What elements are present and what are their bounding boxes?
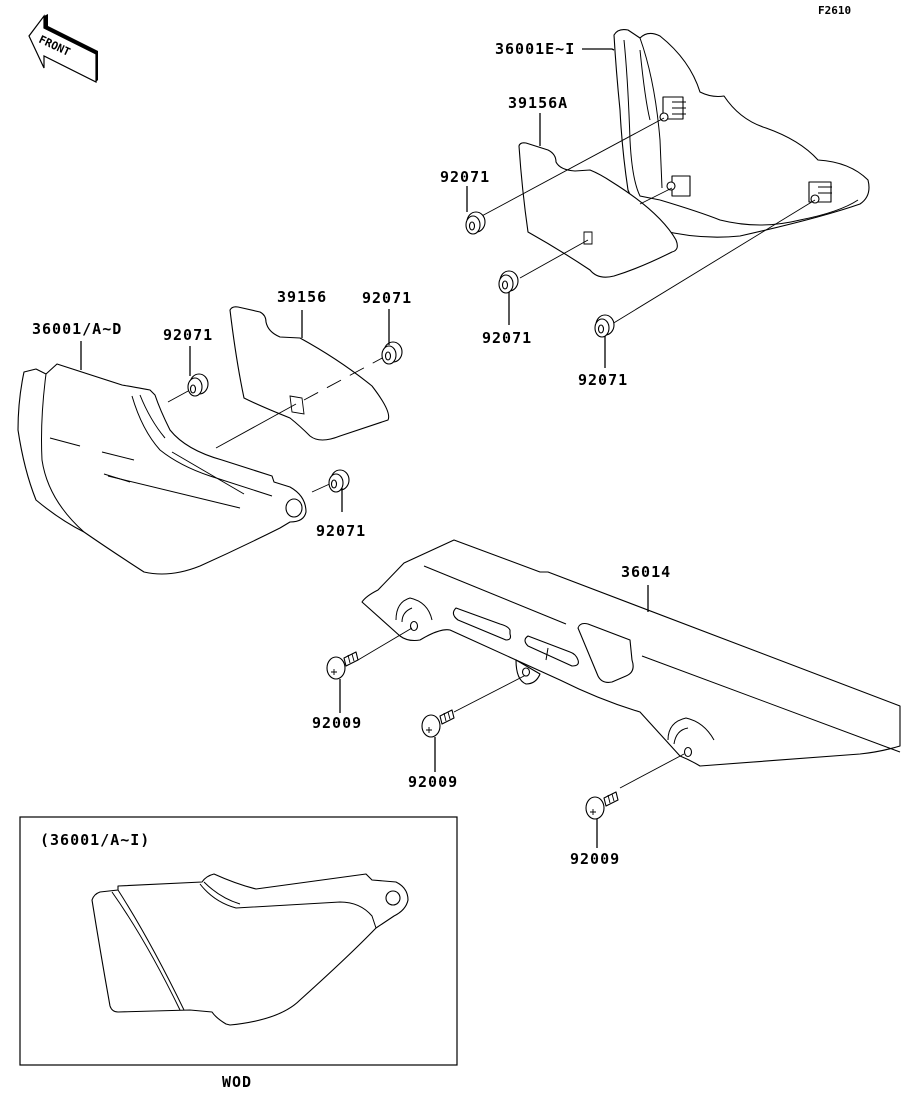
- callout-grommet-left-3[interactable]: 92071: [316, 522, 366, 540]
- front-arrow-icon: FRONT: [28, 14, 98, 83]
- side-cover-left[interactable]: [17, 363, 307, 575]
- callout-screw-1[interactable]: 92009: [312, 714, 362, 732]
- callout-side-cover-left[interactable]: 36001/A~D: [32, 320, 122, 338]
- callout-screw-3[interactable]: 92009: [570, 850, 620, 868]
- callout-grommet-ur-3[interactable]: 92071: [578, 371, 628, 389]
- grommet-ur-2[interactable]: [498, 270, 519, 294]
- inset-caption: WOD: [222, 1073, 252, 1091]
- callout-grommet-left-1[interactable]: 92071: [163, 326, 213, 344]
- grommet-left-2[interactable]: [381, 341, 403, 365]
- grommet-ur-3[interactable]: [594, 314, 615, 338]
- side-cover-right-inner-panel[interactable]: [518, 142, 678, 278]
- side-cover-right[interactable]: [613, 29, 870, 238]
- callout-screw-2[interactable]: 92009: [408, 773, 458, 791]
- callout-side-cover-right[interactable]: 36001E~I: [495, 40, 575, 58]
- inset-title: (36001/A~I): [40, 831, 150, 849]
- callout-grommet-ur-2[interactable]: 92071: [482, 329, 532, 347]
- screw-2[interactable]: [421, 709, 455, 738]
- callout-side-cover-left-inner[interactable]: 39156: [277, 288, 327, 306]
- callout-grommet-ur-1[interactable]: 92071: [440, 168, 490, 186]
- figure-id: F2610: [818, 4, 851, 17]
- callout-chain-cover[interactable]: 36014: [621, 563, 671, 581]
- screw-1[interactable]: [326, 651, 359, 680]
- screw-3[interactable]: [585, 791, 619, 820]
- inset-frame: [19, 816, 458, 1066]
- callout-grommet-left-2[interactable]: 92071: [362, 289, 412, 307]
- grommet-left-1[interactable]: [187, 373, 209, 397]
- chain-cover[interactable]: [361, 539, 901, 767]
- callout-side-cover-right-inner[interactable]: 39156A: [508, 94, 568, 112]
- side-cover-left-inner-panel[interactable]: [229, 306, 390, 441]
- grommet-left-3[interactable]: [328, 469, 350, 493]
- inset-side-cover[interactable]: [91, 873, 409, 1026]
- grommet-ur-1[interactable]: [465, 211, 486, 235]
